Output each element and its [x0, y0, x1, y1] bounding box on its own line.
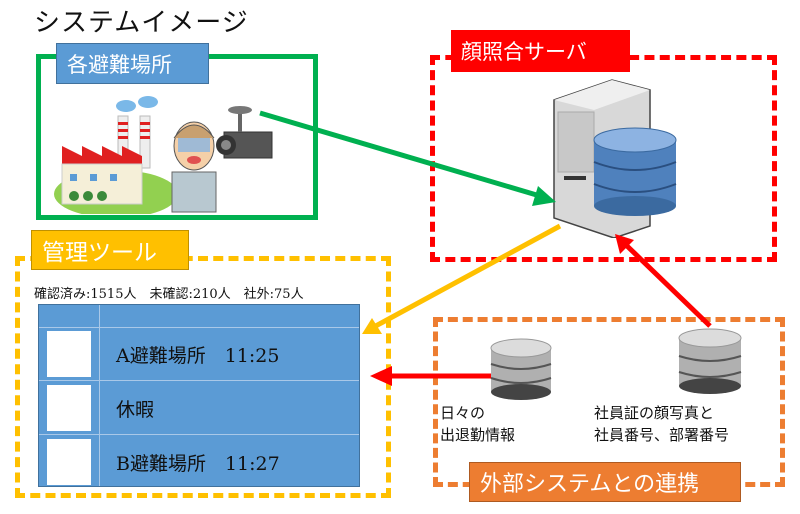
female-worker-avatar	[47, 331, 91, 377]
employee-info-text: 社員証の顔写真と 社員番号、部署番号	[594, 404, 730, 444]
database-icon	[593, 127, 677, 216]
camera-to-server-arrow	[259, 110, 541, 199]
arrow-head-green	[532, 186, 556, 206]
attendance-database-icon	[490, 338, 552, 400]
management-tool-label: 管理ツール	[31, 230, 189, 270]
worker-icon	[171, 121, 217, 213]
arrow-head-red-2	[370, 366, 392, 386]
shelter-illustration	[54, 96, 273, 214]
server-illustration	[553, 79, 677, 238]
arrow-head-red-1	[615, 234, 634, 254]
server-to-tool-arrow	[370, 223, 562, 331]
female-worker-cap-avatar	[47, 385, 91, 431]
camera-icon	[216, 106, 273, 159]
factory-icon	[54, 96, 178, 214]
confirmation-stats: 確認済み:1515人 未確認:210人 社外:75人	[34, 287, 304, 302]
server-label: 顔照合サーバ	[451, 30, 630, 72]
status-table: A避難場所 11:25 休暇 B避難場所 11:27	[38, 304, 360, 487]
employee-database-icon	[678, 328, 742, 394]
table-header	[39, 305, 359, 328]
db-to-server-arrow	[623, 242, 712, 328]
male-worker-avatar	[47, 439, 91, 485]
external-system-label: 外部システムとの連携	[469, 462, 741, 502]
page-title: システムイメージ	[34, 8, 249, 38]
table-row[interactable]: A避難場所 11:25	[39, 327, 359, 381]
table-row[interactable]: B避難場所 11:27	[39, 435, 359, 489]
attendance-info-text: 日々の 出退勤情報	[440, 404, 516, 444]
arrow-head-yellow	[362, 318, 382, 334]
table-row[interactable]: 休暇	[39, 381, 359, 435]
shelter-label: 各避難場所	[56, 43, 209, 84]
